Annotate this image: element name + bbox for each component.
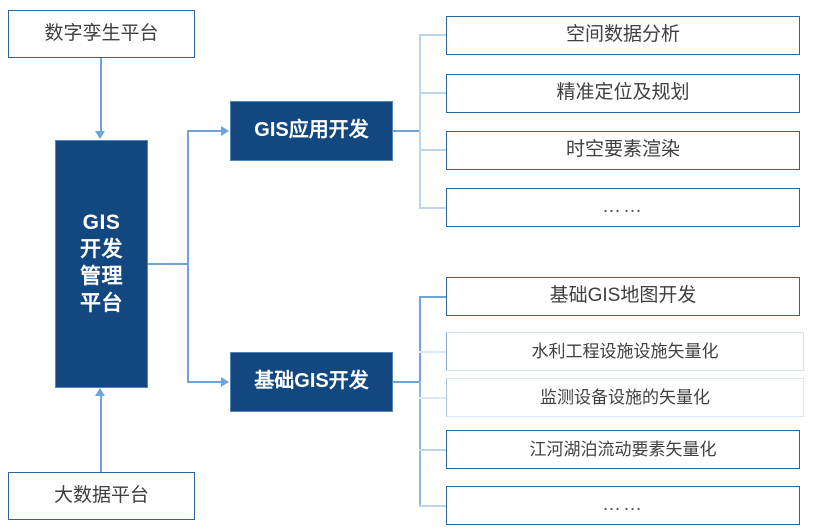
connector-digital-twin-arrowhead [95, 131, 105, 139]
connector-basic-gis-spine-lower [419, 381, 421, 506]
node-precise-positioning-planning[interactable]: 精准定位及规划 [446, 74, 800, 113]
node-gis-application-development[interactable]: GIS应用开发 [230, 101, 393, 161]
node-spatiotemporal-element-rendering[interactable]: 时空要素渲染 [446, 131, 800, 170]
connector-gis-application-arrowhead [221, 126, 229, 136]
connector-core-to-basic-gis-horizontal [187, 381, 223, 383]
connector-gis-application-spine [419, 34, 421, 209]
connector-child-more-1 [419, 207, 446, 209]
connector-child-basic-gis-map [419, 296, 446, 298]
node-basic-gis-development-label: 基础GIS开发 [254, 370, 369, 393]
connector-basic-gis-stub [393, 381, 421, 383]
connector-basic-gis-arrowhead [221, 377, 229, 387]
node-monitoring-equipment-vectorization-label: 监测设备设施的矢量化 [540, 387, 710, 407]
node-spatial-data-analysis-label: 空间数据分析 [565, 24, 680, 46]
connector-core-trunk-horizontal [148, 263, 188, 265]
node-more-2-label: …… [602, 494, 644, 516]
node-digital-twin-platform[interactable]: 数字孪生平台 [8, 10, 195, 58]
node-basic-gis-development[interactable]: 基础GIS开发 [230, 352, 393, 412]
node-more-1-label: …… [602, 196, 644, 218]
node-gis-dev-management-platform[interactable]: GIS 开发 管理 平台 [55, 140, 148, 388]
node-gis-application-development-label: GIS应用开发 [254, 119, 369, 142]
node-basic-gis-map-development[interactable]: 基础GIS地图开发 [446, 277, 800, 316]
node-big-data-platform[interactable]: 大数据平台 [8, 472, 195, 520]
node-basic-gis-map-development-label: 基础GIS地图开发 [549, 285, 697, 307]
node-water-conservancy-facility-vectorization[interactable]: 水利工程设施设施矢量化 [446, 332, 804, 371]
node-precise-positioning-planning-label: 精准定位及规划 [556, 82, 690, 104]
node-river-lake-flow-element-vectorization-label: 江河湖泊流动要素矢量化 [529, 439, 717, 459]
connector-child-monitoring-equipment [419, 397, 446, 399]
node-water-conservancy-facility-vectorization-label: 水利工程设施设施矢量化 [531, 341, 719, 361]
connector-big-data-arrowhead [95, 388, 105, 396]
connector-child-spatiotemporal-rendering [419, 149, 446, 151]
connector-big-data-to-core-vertical [100, 396, 102, 472]
node-river-lake-flow-element-vectorization[interactable]: 江河湖泊流动要素矢量化 [446, 430, 800, 469]
connector-digital-twin-to-core-vertical [100, 58, 102, 132]
node-more-2[interactable]: …… [446, 486, 800, 525]
connector-gis-application-stub [393, 130, 421, 132]
node-monitoring-equipment-vectorization[interactable]: 监测设备设施的矢量化 [446, 378, 804, 417]
node-more-1[interactable]: …… [446, 188, 800, 227]
node-big-data-platform-label: 大数据平台 [53, 484, 149, 506]
connector-core-to-gis-application-horizontal [187, 130, 223, 132]
node-gis-dev-management-platform-label: GIS 开发 管理 平台 [80, 211, 123, 315]
connector-child-spatial-data-analysis [419, 34, 446, 36]
connector-basic-gis-spine-upper [419, 296, 421, 382]
connector-child-river-lake [419, 449, 446, 451]
node-spatiotemporal-element-rendering-label: 时空要素渲染 [565, 139, 680, 161]
connector-child-precise-positioning [419, 92, 446, 94]
node-digital-twin-platform-label: 数字孪生平台 [44, 22, 159, 44]
connector-core-trunk-vertical [187, 130, 189, 383]
connector-child-more-2 [419, 505, 446, 507]
node-spatial-data-analysis[interactable]: 空间数据分析 [446, 16, 800, 55]
connector-child-water-conservancy [419, 351, 446, 353]
